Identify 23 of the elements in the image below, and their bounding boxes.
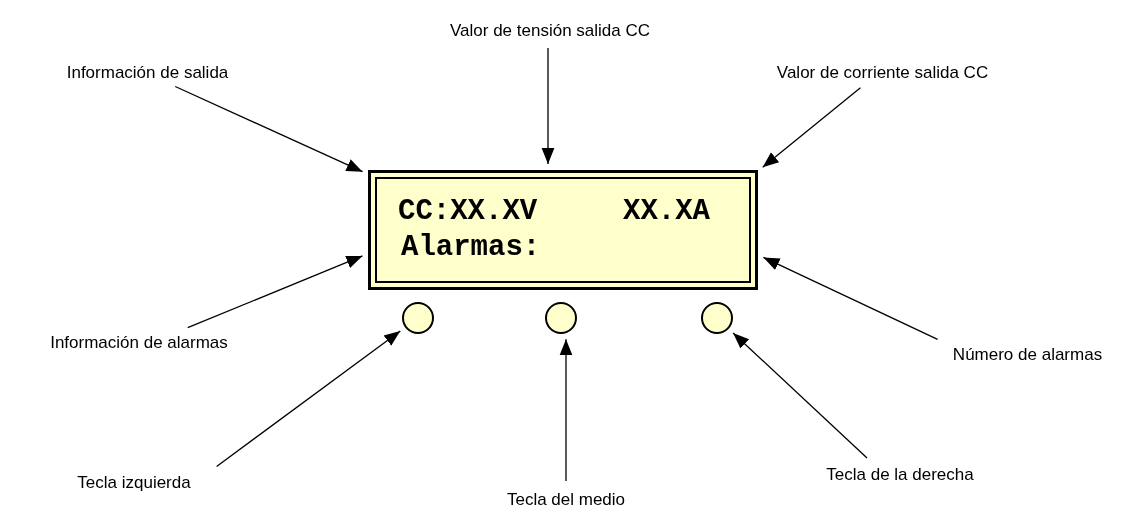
push-button: [701, 302, 733, 334]
leader-arrow: [762, 87, 862, 168]
leader-arrow: [732, 332, 868, 459]
callout-label: Valor de corriente salida CC: [740, 60, 1025, 84]
push-button: [545, 302, 577, 334]
leader-arrow: [541, 47, 555, 165]
display-text: XX.XA: [623, 197, 710, 226]
push-button: [402, 302, 434, 334]
display-text: CC:XX.XV: [398, 197, 538, 226]
callout-label: Tecla izquierda: [48, 470, 220, 494]
callout-label: Información de salida: [40, 60, 255, 84]
display-text: Alarmas:: [401, 233, 541, 262]
leader-arrow: [559, 338, 573, 482]
callout-label: Valor de tensión salida CC: [420, 18, 680, 42]
callout-label: Información de alarmas: [10, 330, 268, 354]
leader-arrow: [215, 330, 401, 468]
leader-arrow: [174, 85, 364, 173]
leader-arrow: [187, 255, 364, 329]
leader-arrow: [762, 256, 939, 341]
lcd-display: [368, 170, 758, 290]
callout-label: Tecla del medio: [480, 487, 652, 511]
callout-label: Tecla de la derecha: [800, 462, 1000, 486]
callout-label: Número de alarmas: [930, 342, 1125, 366]
